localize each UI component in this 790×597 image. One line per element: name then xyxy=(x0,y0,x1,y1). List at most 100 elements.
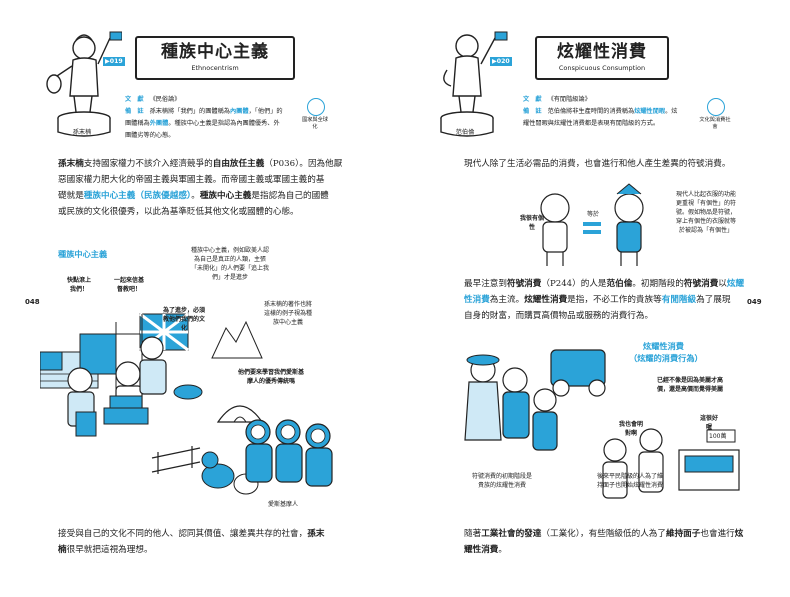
text: 惡國家權力肥大化的帝國主義與軍國主義。而帝國主義或軍國主義的基 xyxy=(58,175,325,185)
intro-paragraph: 孫末楠支持國家權力不該介入經濟競爭的自由放任主義（P036）。因為他厭 惡國家權… xyxy=(58,156,358,220)
reference-note: 文 獻《民俗論》 備 註孫末楠將「我們」的團體稱為內團體，「他們」的 團體稱為外… xyxy=(125,94,305,142)
speech-bubble: 已經不像是因為美麗才高價，還是高價而覺得美麗 xyxy=(656,377,723,393)
speech-bubble: 我也會明對啊 xyxy=(619,421,644,437)
highlight-term: 種族中心主義（民族優越感） xyxy=(83,191,192,201)
category-label: 文化與消費社會 xyxy=(699,117,731,130)
note-text: 范伯倫將非生產時間的消費稱為 xyxy=(547,108,635,115)
highlight-term: 性消費 xyxy=(464,295,490,305)
conspicuous-consumption-illustration xyxy=(464,349,740,499)
note-tag: 備 註 xyxy=(523,108,542,115)
bold-term: 種族中心主義 xyxy=(199,191,252,201)
symbol-consumption-illustration xyxy=(540,183,644,266)
note-text: 團體劣等的心態。 xyxy=(125,132,175,139)
explanation-callout: 現代人比起衣服的功能更重視「有個性」的符號。假如物品是符號，穿上有個性的衣服就等… xyxy=(675,191,736,234)
text: 自身的財富，而購買高價物品或服務的消費行為。 xyxy=(464,311,654,321)
right-page: ▶020 范伯倫 炫耀性消費 Conspicuous Consumption 文… xyxy=(395,0,790,597)
bold-term: 楠 xyxy=(58,545,67,555)
speech-bubble: 快點滾上我們！ xyxy=(66,277,91,293)
text: 也會進行 xyxy=(700,529,735,539)
text: 是指，不必工作的貴族等 xyxy=(567,295,662,305)
text: 。 xyxy=(498,545,507,555)
equal-label: 等於 xyxy=(587,211,600,218)
text: 或民族的文化很優秀，以此為基準貶低其他文化或國體的心態。 xyxy=(58,207,299,217)
ref-text: 《民俗論》 xyxy=(149,96,181,103)
note-text: 。炫 xyxy=(665,108,678,115)
speech-bubble: 為了進步，必須教他們我們的文化 xyxy=(162,307,205,332)
title-box: 炫耀性消費 Conspicuous Consumption xyxy=(535,36,669,80)
section-subtitle: （炫耀的消費行為） xyxy=(629,353,703,363)
sumner-statue-illustration xyxy=(46,31,122,137)
text: 。 xyxy=(191,191,200,201)
bold-term: 耀性消費 xyxy=(464,545,499,555)
explanation-callout: 孫末楠的著作也將這樣的例子視為種族中心主義 xyxy=(263,301,312,326)
speech-bubble: 他們要來學習我們愛斯基摩人的優秀傳統嗎 xyxy=(238,369,305,385)
closing-paragraph: 隨著工業社會的發達（工業化），有些階級低的人為了維持面子也會進行炫 耀性消費。 xyxy=(464,526,764,558)
explanation-callout: 種族中心主義，例如歐美人認為自己是真正的人類，主張「未開化」的人們要「追上我們」… xyxy=(190,247,269,281)
bold-term: 炫耀性消費 xyxy=(524,295,568,305)
text: 以 xyxy=(718,279,727,289)
ref-tag: 文 獻 xyxy=(125,96,144,103)
note-text: 團體稱為 xyxy=(125,120,150,127)
page-number: 048 xyxy=(25,298,40,306)
closing-paragraph: 接受與自己的文化不同的他人、認同其價值、讓差異共存的社會，孫末 楠很早就把這視為… xyxy=(58,526,358,558)
price-tag: 100萬 xyxy=(709,433,727,440)
bold-term: 維持面子 xyxy=(665,529,701,539)
bold-term: 孫末 xyxy=(307,529,325,539)
text: 為了展現 xyxy=(696,295,731,305)
intro-paragraph: 現代人除了生活必需品的消費，也會進行和他人產生差異的符號消費。 xyxy=(464,156,764,172)
veblen-statue-illustration xyxy=(440,31,508,137)
page-subtitle: Ethnocentrism xyxy=(191,64,239,72)
text: （P244）的人是 xyxy=(541,279,607,289)
page-number: 049 xyxy=(747,298,762,306)
page-title: 炫耀性消費 xyxy=(557,42,647,62)
figure-name: 孫末楠 xyxy=(72,129,92,136)
speech-bubble: 這很好喔 xyxy=(699,415,718,431)
ref-tag: 文 獻 xyxy=(523,96,542,103)
text: 接受與自己的文化不同的他人、認同其價值、讓差異共存的社會， xyxy=(58,529,308,539)
text: 支持國家權力不該介入經濟競爭的 xyxy=(83,159,213,169)
section-title: 炫耀性消費 xyxy=(643,341,684,351)
note-text: 。種族中心主義是指認為內團體優秀、外 xyxy=(168,120,280,127)
highlight-term: 炫耀 xyxy=(726,279,745,289)
figure-badge: ▶020 xyxy=(490,57,512,66)
globe-icon xyxy=(307,98,325,116)
bold-term: 范伯倫 xyxy=(606,279,633,289)
section-title: 種族中心主義 xyxy=(58,249,108,259)
text: 現代人除了生活必需品的消費，也會進行和他人產生差異的符號消費。 xyxy=(464,159,731,169)
page-title: 種族中心主義 xyxy=(161,42,269,62)
ethnocentrism-illustration xyxy=(40,312,333,495)
page-subtitle: Conspicuous Consumption xyxy=(558,64,646,72)
note-highlight: 炫耀性閒暇 xyxy=(634,108,666,115)
speech-bubble: 我很有個性 xyxy=(519,215,544,231)
title-box: 種族中心主義 Ethnocentrism xyxy=(135,36,295,80)
left-page: ▶019 孫末楠 種族中心主義 Ethnocentrism 文 獻《民俗論》 備… xyxy=(25,31,358,558)
figure-name: 范伯倫 xyxy=(455,129,475,136)
bold-term: 自由放任主義 xyxy=(212,159,265,169)
bold-term: 工業社會的發達 xyxy=(481,529,542,539)
text: 最早注意到 xyxy=(464,279,507,289)
text: （P036）。因為他厭 xyxy=(264,159,343,169)
speech-bubble: 一起來信基督教吧！ xyxy=(114,277,145,293)
figure-badge: ▶019 xyxy=(103,57,125,66)
text: 礎就是 xyxy=(58,191,84,201)
bold-term: 炫 xyxy=(734,529,744,539)
illustration-label: 愛斯基摩人 xyxy=(268,501,299,508)
note-text: 耀性閒暇與炫耀性消費都是表現有閒階級的方式。 xyxy=(523,120,660,127)
bold-term: 符號消費 xyxy=(683,279,719,289)
text: 隨著 xyxy=(464,529,482,539)
note-highlight: 外團體 xyxy=(149,120,169,127)
text: （工業化），有些階級低的人為了 xyxy=(541,529,666,539)
bold-term: 符號消費 xyxy=(506,279,542,289)
highlight-term: 有閒階級 xyxy=(661,295,697,305)
bold-term: 孫末楠 xyxy=(58,159,84,169)
note-text: 孫末楠將「我們」的團體稱為 xyxy=(149,108,230,115)
note-tag: 備 註 xyxy=(125,108,144,115)
text: 很早就把這視為理想。 xyxy=(66,545,153,555)
note-text: ，「他們」的 xyxy=(248,108,283,115)
reference-note: 文 獻《有閒階級論》 備 註范伯倫將非生產時間的消費稱為炫耀性閒暇。炫 耀性閒暇… xyxy=(523,94,699,130)
ref-text: 《有閒階級論》 xyxy=(547,96,591,103)
illustration-caption: 符號消費的初期階段是貴族的炫耀性消費 xyxy=(471,473,532,489)
category-label: 國家與全球化 xyxy=(302,117,328,130)
camera-icon xyxy=(707,98,725,116)
veblen-paragraph: 最早注意到符號消費（P244）的人是范伯倫。初期階段的符號消費以炫耀 性消費為主… xyxy=(464,276,764,324)
